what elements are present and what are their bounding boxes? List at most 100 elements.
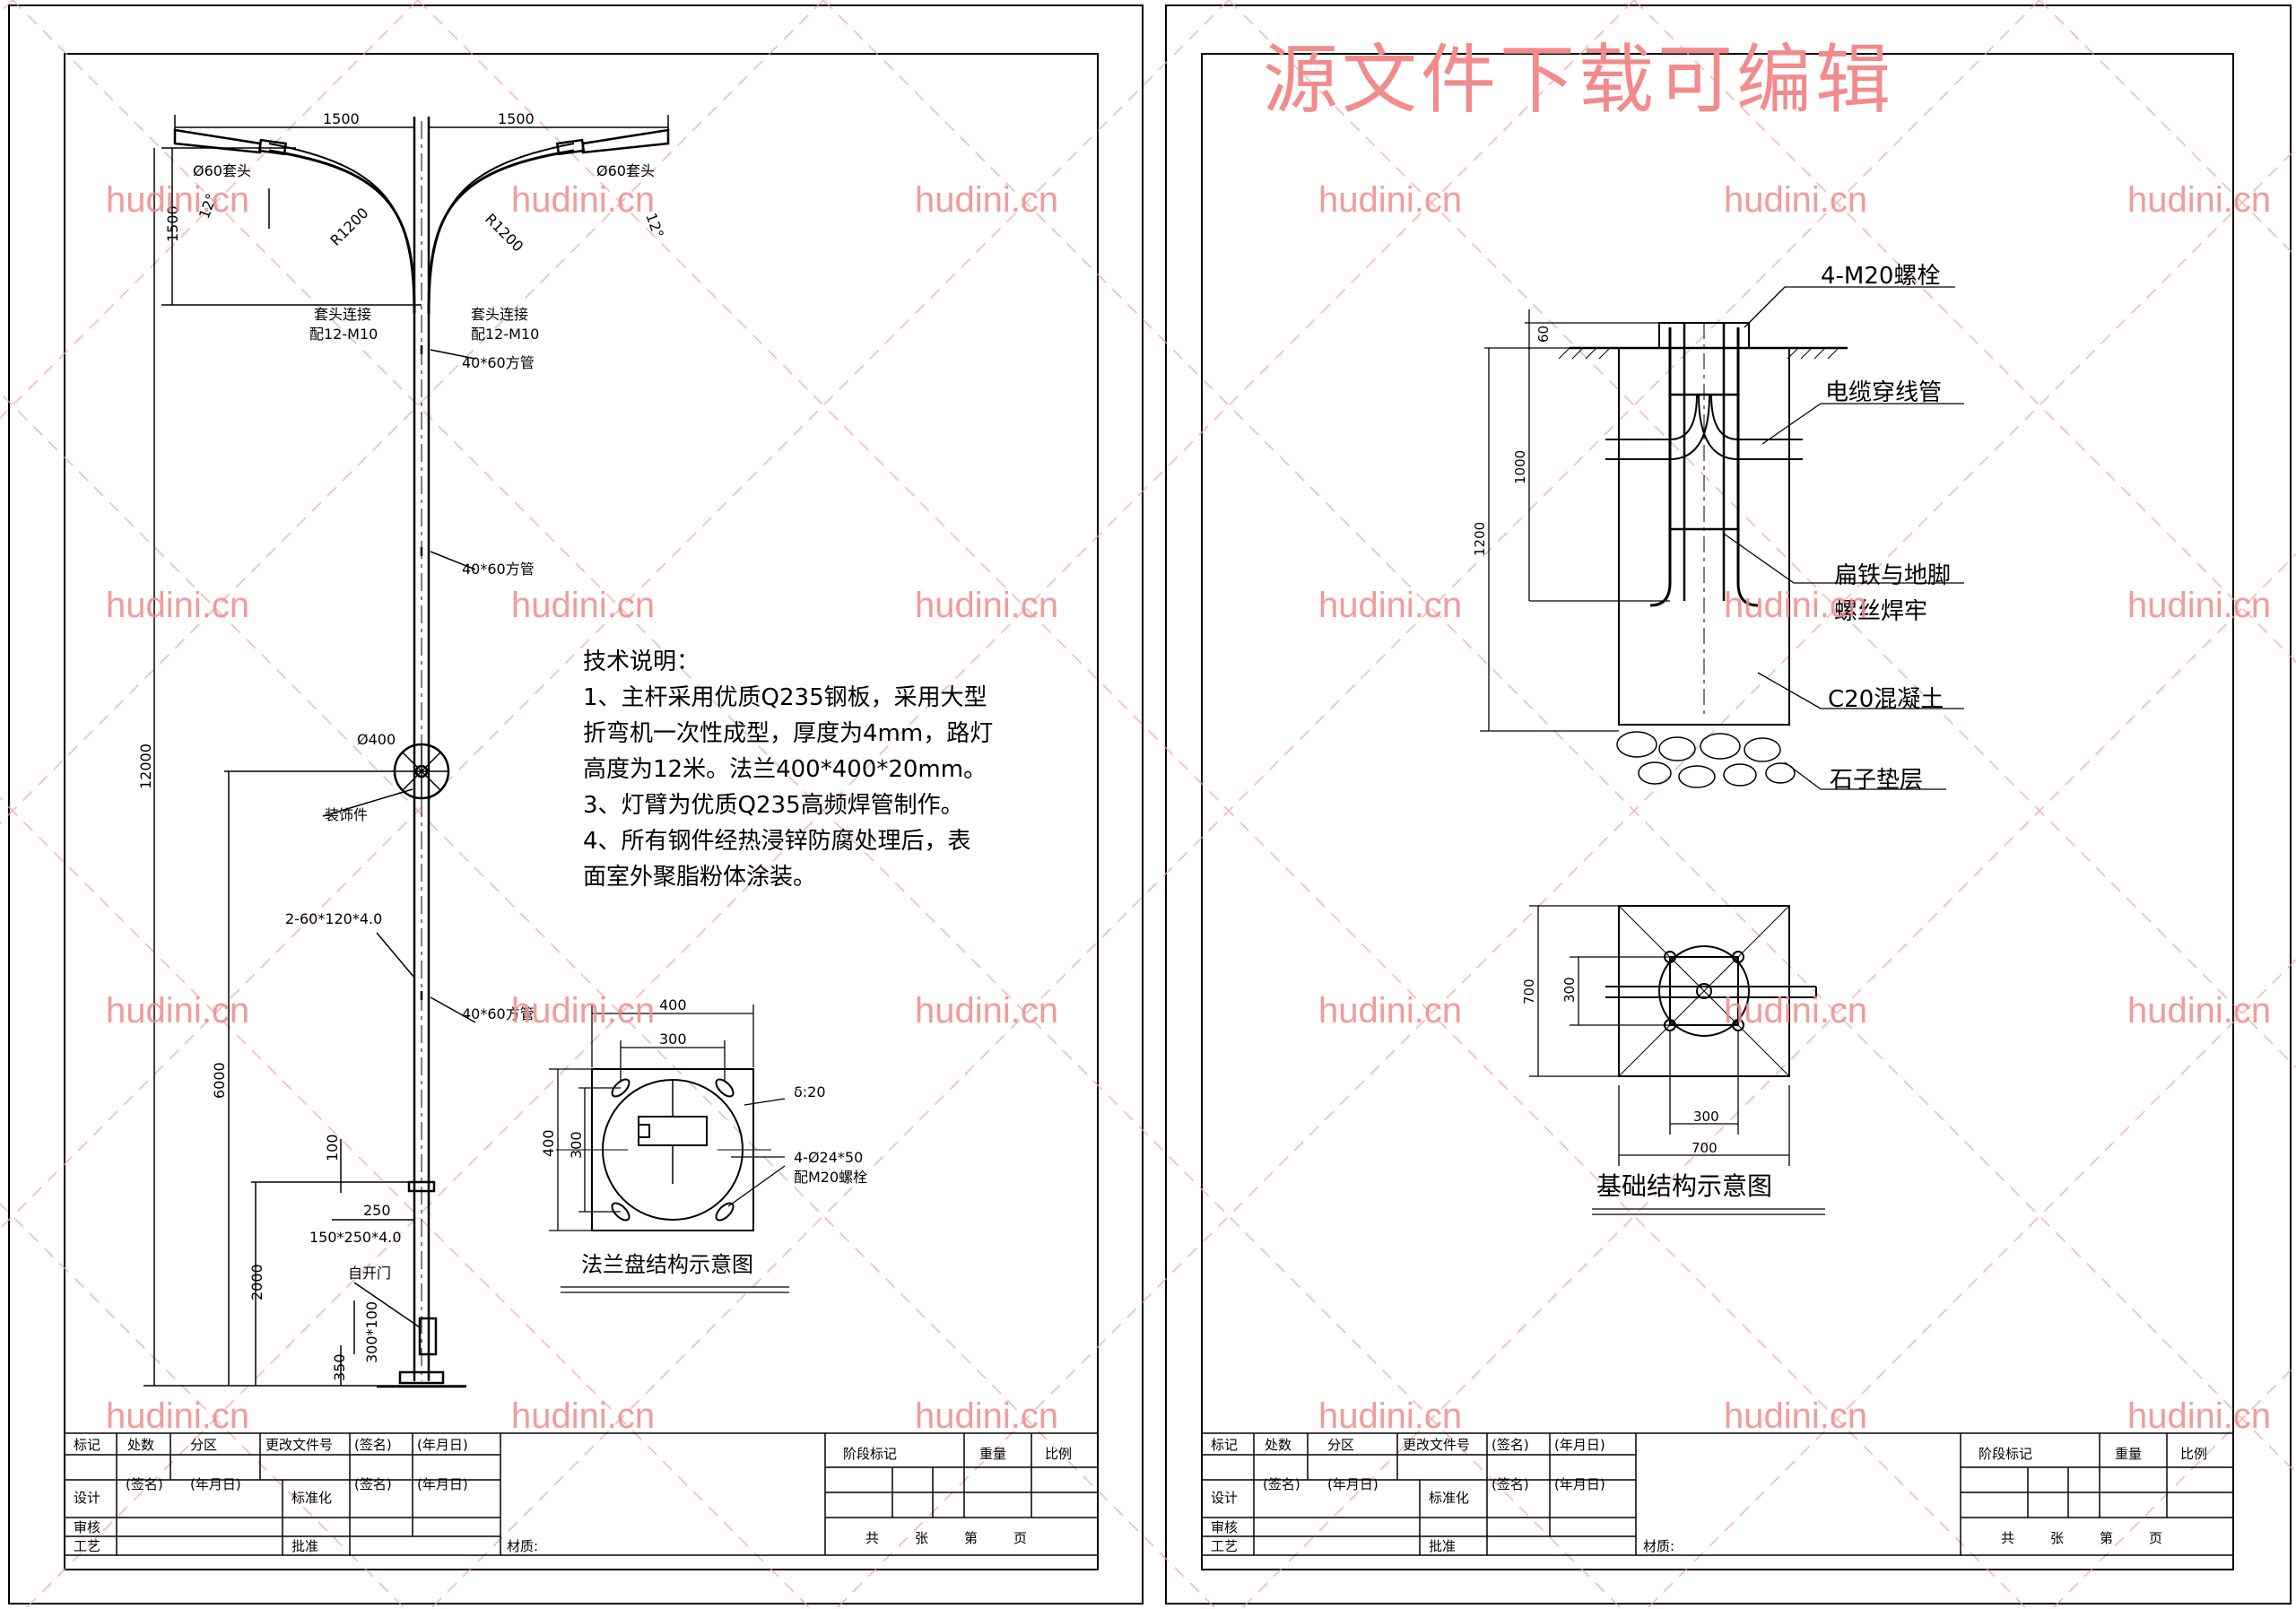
tb2-sign-2: (签名) xyxy=(1492,1476,1529,1492)
tb2-approve: 批准 xyxy=(1429,1538,1456,1554)
label-gravel: 石子垫层 xyxy=(1830,767,1923,794)
tb2-change-doc: 更改文件号 xyxy=(1403,1437,1470,1453)
title-block-left-text: 标记 处数 分区 更改文件号 (签名) (年月日) 设计 (签名) (年月日) … xyxy=(74,1437,1072,1554)
dim-plan-700-h: 700 xyxy=(1521,978,1537,1005)
tb2-zone: 分区 xyxy=(1327,1437,1354,1453)
notes-title: 技术说明： xyxy=(583,648,700,675)
tb-mark: 标记 xyxy=(74,1437,100,1453)
tb2-total: 共 xyxy=(2001,1530,2014,1546)
watermark-text: hudini.cn xyxy=(1724,1396,1867,1436)
dim-60: 60 xyxy=(1535,326,1552,343)
tb-sign-2: (签名) xyxy=(354,1476,392,1492)
label-weld-2: 螺丝焊牢 xyxy=(1834,598,1927,625)
label-tube-1: 40*60方管 xyxy=(462,354,535,371)
label-rib: 2-60*120*4.0 xyxy=(285,910,382,927)
watermark-text: hudini.cn xyxy=(511,1396,655,1436)
label-weld-1: 扁铁与地脚 xyxy=(1834,562,1951,589)
flange-h300: 300 xyxy=(568,1131,585,1159)
tb-stage: 阶段标记 xyxy=(843,1446,897,1462)
watermark-text: hudini.cn xyxy=(2127,180,2271,220)
watermark-text: hudini.cn xyxy=(1318,991,1462,1031)
dim-arm-left: 1500 xyxy=(323,110,360,127)
watermark-text: hudini.cn xyxy=(1318,586,1462,625)
tb-zone: 分区 xyxy=(190,1437,217,1453)
watermark-text: hudini.cn xyxy=(1724,991,1867,1031)
flange-h400: 400 xyxy=(540,1129,557,1157)
watermark-text: hudini.cn xyxy=(106,991,249,1031)
tb-count: 处数 xyxy=(127,1437,154,1453)
tb-date-head: (年月日) xyxy=(417,1437,468,1453)
foundation-text: 4-M20螺栓 电缆穿线管 扁铁与地脚 螺丝焊牢 C20混凝土 石子垫层 60 … xyxy=(1472,263,1951,1201)
flange-w400: 400 xyxy=(659,996,687,1013)
tb2-scale: 比例 xyxy=(2180,1446,2207,1462)
label-tube-3: 40*60方管 xyxy=(462,1005,535,1022)
tb-scale: 比例 xyxy=(1045,1446,1072,1462)
label-conn-right: 套头连接 xyxy=(471,306,528,323)
tb-total: 共 xyxy=(865,1530,879,1546)
title-block-right-text: 标记 处数 分区 更改文件号 (签名) (年月日) 设计 (签名) (年月日) … xyxy=(1211,1437,2207,1554)
tb-page: 页 xyxy=(1013,1530,1027,1546)
label-ornament-dia: Ø400 xyxy=(357,731,396,748)
pole-dimensions xyxy=(144,115,669,1387)
tb2-no: 第 xyxy=(2100,1530,2113,1546)
title-block-right xyxy=(1201,1432,2234,1556)
label-sleeve-right: Ø60套头 xyxy=(596,162,655,179)
watermark-text: hudini.cn xyxy=(106,180,249,220)
dim-1000: 1000 xyxy=(1512,450,1528,484)
notes-line-6: 面室外聚脂粉体涂装。 xyxy=(583,864,817,891)
watermark-text: hudini.cn xyxy=(1724,180,1867,220)
notes-line-3: 高度为12米。法兰400*400*20mm。 xyxy=(583,756,987,783)
label-tube-2: 40*60方管 xyxy=(462,561,535,578)
tb-review: 审核 xyxy=(74,1519,100,1535)
flange-holes: 4-Ø24*50 xyxy=(794,1149,863,1166)
sheet-borders xyxy=(8,4,2292,1605)
dim-arm-right: 1500 xyxy=(498,110,535,127)
tb2-weight: 重量 xyxy=(2115,1446,2142,1462)
tb2-stage: 阶段标记 xyxy=(1979,1446,2032,1462)
dim-plan-700-w: 700 xyxy=(1692,1140,1718,1156)
watermark-text: hudini.cn xyxy=(915,586,1058,625)
foundation-section xyxy=(1480,286,1964,790)
notes-line-5: 4、所有钢件经热浸锌防腐处理后，表 xyxy=(583,828,971,855)
label-conn-right-sub: 配12-M10 xyxy=(471,326,539,343)
tb-sign-head: (签名) xyxy=(354,1437,392,1453)
watermark-text: hudini.cn xyxy=(1318,180,1462,220)
tb-sign: (签名) xyxy=(126,1476,163,1492)
technical-notes: 技术说明： 1、主杆采用优质Q235钢板，采用大型 折弯机一次性成型，厚度为4m… xyxy=(583,644,1085,895)
tb2-design: 设计 xyxy=(1211,1490,1238,1506)
watermark-text: hudini.cn xyxy=(511,180,655,220)
label-conn-left-sub: 配12-M10 xyxy=(309,326,378,343)
tb-change-doc: 更改文件号 xyxy=(265,1437,333,1453)
download-banner: 源文件下载可编辑 xyxy=(1263,36,1895,124)
tb2-mark: 标记 xyxy=(1211,1437,1238,1453)
tb2-standard: 标准化 xyxy=(1429,1490,1469,1506)
tb-sheets: 张 xyxy=(915,1530,928,1546)
watermark-text: hudini.cn xyxy=(106,1396,249,1436)
tb-standard: 标准化 xyxy=(291,1490,332,1506)
watermark-text: hudini.cn xyxy=(915,180,1058,220)
tb-material: 材质: xyxy=(507,1538,538,1554)
dim-plan-300-w: 300 xyxy=(1693,1109,1719,1125)
dim-door-size: 300*100 xyxy=(363,1301,380,1363)
watermark-text: hudini.cn xyxy=(2127,586,2271,625)
tb-date-2: (年月日) xyxy=(417,1476,468,1492)
watermark-text: hudini.cn xyxy=(511,991,655,1031)
tb2-count: 处数 xyxy=(1265,1437,1292,1453)
notes-line-2: 折弯机一次性成型，厚度为4mm，路灯 xyxy=(583,720,994,747)
watermark-text: hudini.cn xyxy=(915,991,1058,1031)
flange-thickness: δ:20 xyxy=(794,1083,826,1100)
flange-bolts: 配M20螺栓 xyxy=(794,1169,867,1186)
watermark-text: hudini.cn xyxy=(511,586,655,625)
tb-approve: 批准 xyxy=(291,1538,318,1554)
tb-craft: 工艺 xyxy=(74,1538,100,1554)
tb2-sign-head: (签名) xyxy=(1492,1437,1529,1453)
label-concrete: C20混凝土 xyxy=(1828,686,1944,713)
label-door: 自开门 xyxy=(348,1265,391,1282)
label-bolts: 4-M20螺栓 xyxy=(1821,263,1940,290)
label-cable: 电缆穿线管 xyxy=(1825,379,1942,406)
tb2-material: 材质: xyxy=(1643,1538,1674,1554)
watermark-layer: hudini.cn hudini.cn hudini.cn hudini.cn hudi… xyxy=(106,180,2271,1436)
label-ornament: 装饰件 xyxy=(325,806,368,823)
dim-plan-300-h: 300 xyxy=(1561,977,1578,1003)
